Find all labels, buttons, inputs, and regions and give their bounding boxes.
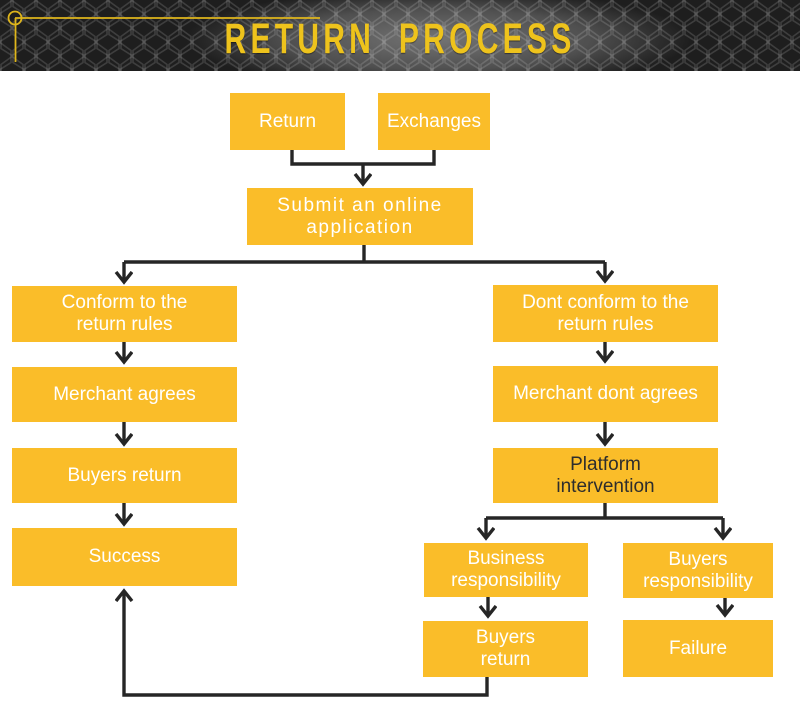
node-return-label: Return [258,110,317,132]
node-exchanges-label: Exchanges [386,110,481,132]
node-buyers-return-2-label: Buyers return [475,627,536,670]
node-merchant-agrees-label: Merchant agrees [53,383,196,405]
node-platform-intervention: Platform intervention [493,448,718,503]
connector-loop-to-success [124,592,489,697]
node-submit-application-label: Submit an online application [277,194,443,238]
node-success: Success [12,528,237,586]
node-dont-conform-rules: Dont conform to the return rules [493,285,718,342]
node-conform-rules: Conform to the return rules [12,286,237,342]
crosshair-ornament [7,10,320,62]
node-merchant-dont-agrees: Merchant dont agrees [493,366,718,422]
node-conform-rules-label: Conform to the return rules [61,292,188,335]
node-business-responsibility-label: Business responsibility [451,548,561,591]
hexagon-mesh-pattern [0,0,800,71]
node-merchant-agrees: Merchant agrees [12,367,237,422]
node-buyers-return-label: Buyers return [67,464,182,486]
node-buyers-return-2: Buyers return [423,621,588,677]
node-buyers-responsibility: Buyers responsibility [623,543,773,598]
page-title: RETURN PROCESS [224,15,576,63]
node-business-responsibility: Business responsibility [424,543,588,597]
node-buyers-responsibility-label: Buyers responsibility [643,548,753,592]
node-failure: Failure [623,620,773,677]
header-banner: RETURN PROCESS [0,0,800,71]
node-dont-conform-rules-label: Dont conform to the return rules [522,291,689,335]
node-failure-label: Failure [668,637,728,659]
node-merchant-dont-agrees-label: Merchant dont agrees [513,383,698,404]
connector-return-exchanges-merge [290,150,436,166]
node-submit-application: Submit an online application [247,188,473,245]
node-exchanges: Exchanges [378,93,490,150]
node-buyers-return: Buyers return [12,448,237,503]
node-platform-intervention-label: Platform intervention [556,453,655,497]
node-return: Return [230,93,345,150]
node-success-label: Success [88,546,161,567]
